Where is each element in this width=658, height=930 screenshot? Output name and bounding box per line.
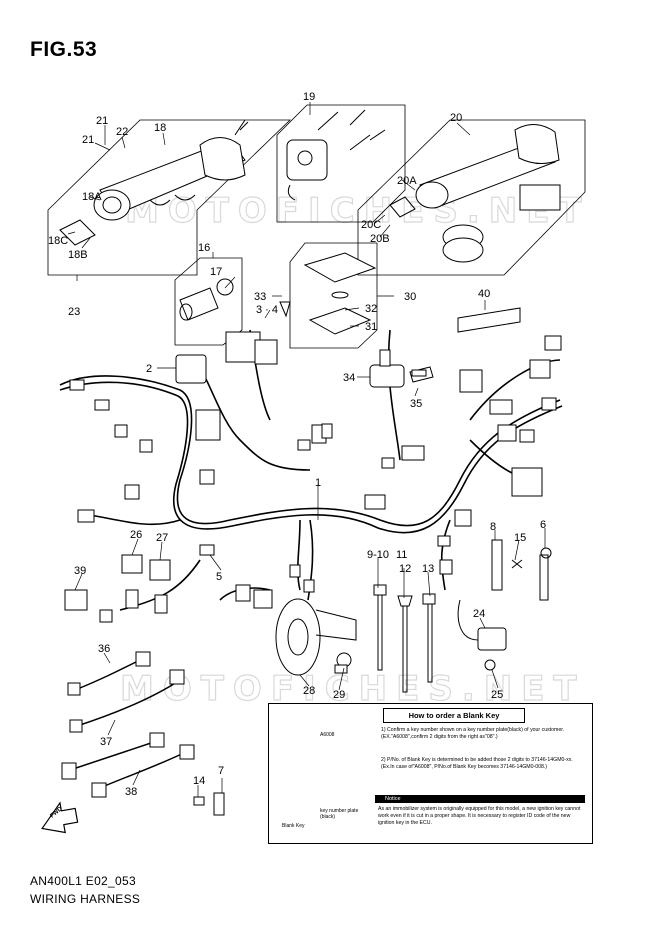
key-number-plate-label: key number plate (black) [320,808,359,820]
callout-33: 33 [254,291,266,303]
callout-3-4: 3 · 4 [256,304,278,316]
blank-key-box-title: How to order a Blank Key [383,708,525,723]
notice-text: As an immobilizer system is originally e… [378,806,581,826]
callout-5: 5 [216,571,222,583]
callout-21: 21 [96,115,108,127]
callout-20: 20 [450,112,462,124]
notice-heading: Notice [375,795,585,803]
harness-connectors [64,331,562,623]
key-plate-text: A6008 [320,732,335,738]
callout-2: 2 [146,363,152,375]
callout-17: 17 [210,266,222,278]
callout-18c: 18C [48,235,68,247]
callout-22: 22 [116,126,128,138]
ignition-switch-18 [59,119,249,246]
watermark-text: MOTOFICHES.NET [120,669,586,709]
callout-35: 35 [410,398,422,410]
callout-21b: 21 [82,134,94,146]
ignition-switch-20 [389,124,561,263]
callout-30: 30 [404,291,416,303]
callout-38: 38 [125,786,137,798]
callout-15: 15 [514,532,526,544]
callout-34: 34 [343,372,355,384]
blank-key-step-1: 1) Confirm a key number shown on a key n… [381,727,565,740]
blank-key-label: Blank Key [282,823,305,829]
bracket-30 [303,252,377,335]
callout-13: 13 [422,563,434,575]
callout-14: 14 [193,775,205,787]
callout-37: 37 [100,736,112,748]
callout-40: 40 [478,288,490,300]
frame-18 [47,119,291,276]
callout-25: 25 [491,689,503,701]
frame-16 [174,257,243,346]
callout-23: 23 [68,306,80,318]
callout-26: 26 [130,529,142,541]
callout-20a: 20A [397,175,417,187]
blank-key-info-box [268,703,593,844]
callout-27: 27 [156,532,168,544]
fwd-arrow: FWD [41,801,79,834]
sub-harness-connectors [61,651,195,798]
callout-6: 6 [540,519,546,531]
frame-20 [357,119,586,276]
bolts [193,301,427,816]
leader-lines [67,102,546,797]
callout-19: 19 [303,91,315,103]
cable-ties [373,539,552,693]
sensor-24 [457,599,507,671]
label-strip-40 [457,307,521,333]
callout-11: 11 [396,549,407,561]
model-code: AN400L1 E02_053 [30,874,136,888]
callout-18b: 18B [68,249,88,261]
diagram-caption: WIRING HARNESS [30,892,141,906]
frame-30 [289,242,378,349]
horn-28 [275,598,357,676]
frame-19 [276,104,406,223]
callout-12: 12 [399,563,411,575]
callout-24: 24 [473,608,485,620]
callout-7: 7 [218,765,224,777]
callout-20b: 20B [370,233,390,245]
callout-28: 28 [303,685,315,697]
callout-36: 36 [98,643,110,655]
callout-32: 32 [365,303,377,315]
sensor-34 [369,349,434,388]
watermark-text: MOTOFICHES.NET [125,191,591,231]
callout-16: 16 [198,242,210,254]
figure-title: FIG.53 [30,38,98,61]
blank-key-step-2: 2) P/No. of Blank Key is determined to b… [381,757,573,770]
lock-set-19 [286,109,386,201]
callout-18a: 18A [82,191,102,203]
callout-8: 8 [490,521,496,533]
lock-17 [179,278,234,321]
callout-18: 18 [154,122,166,134]
callout-29: 29 [333,689,345,701]
callout-39: 39 [74,565,86,577]
callout-31: 31 [365,321,377,333]
callout-1: 1 [315,477,321,489]
callout-20c: 20C [361,219,381,231]
callout-9-10: 9-10 [367,549,389,561]
